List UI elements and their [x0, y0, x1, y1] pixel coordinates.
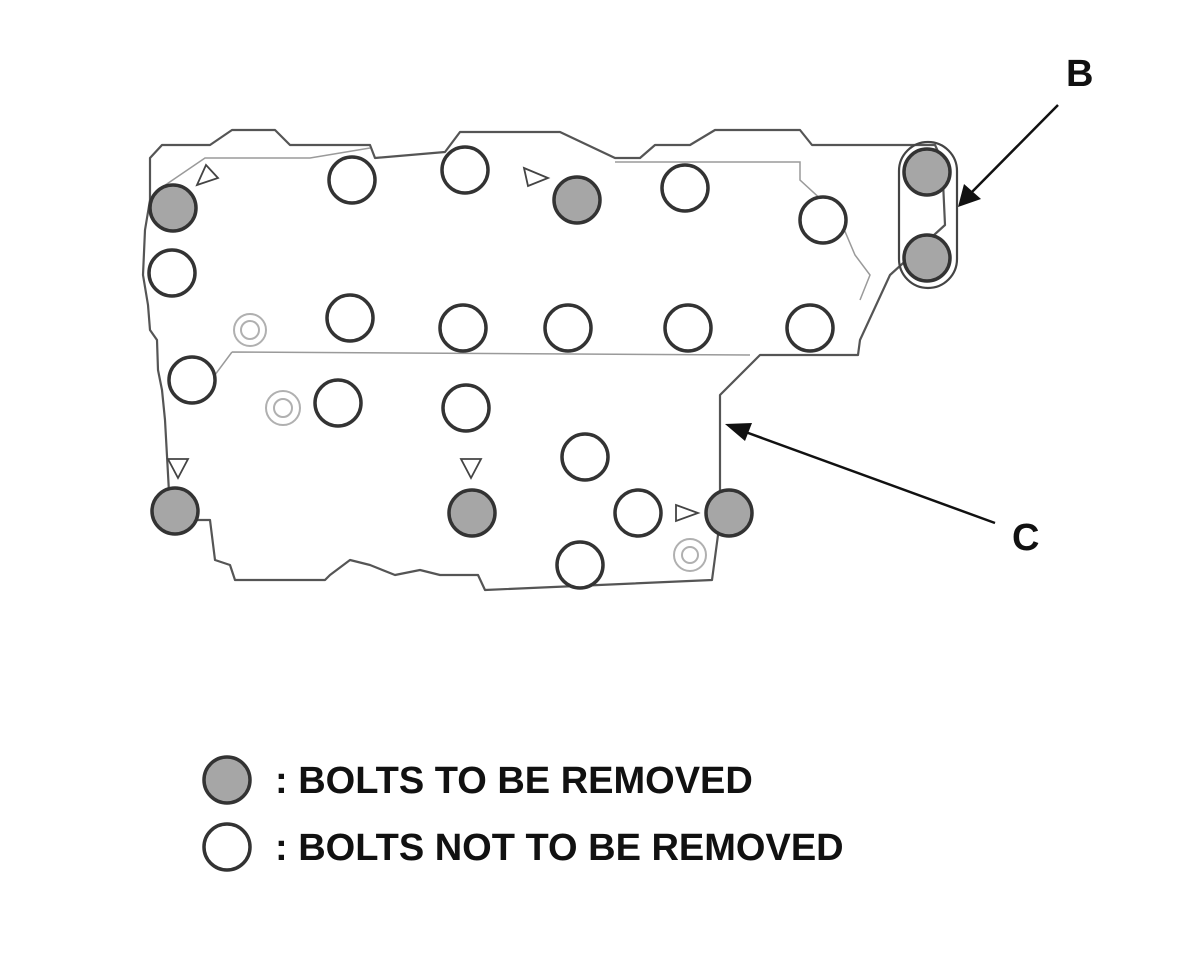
legend-removed-swatch-icon	[202, 755, 252, 805]
callout-b-leader-line	[967, 104, 1059, 197]
triangle-marker-icon	[166, 458, 190, 480]
bolts-not-removed-group	[147, 145, 848, 590]
bolt-kept	[440, 145, 490, 195]
bolt-removed	[447, 488, 497, 538]
callout-c: C	[725, 423, 1039, 559]
bolt-kept	[313, 378, 363, 428]
bolt-kept	[663, 303, 713, 353]
locator-mark-3	[673, 538, 707, 572]
bolt-kept	[798, 195, 848, 245]
bolt-pair-b-bracket	[897, 140, 959, 290]
bolts-removed-group	[148, 147, 952, 538]
bolt-removed	[150, 486, 200, 536]
bolt-kept	[543, 303, 593, 353]
bolt-removed	[148, 183, 198, 233]
callout-b-label: B	[1066, 53, 1093, 95]
bolt-removed	[902, 233, 952, 283]
bolt-kept	[560, 432, 610, 482]
bolt-kept	[441, 383, 491, 433]
locator-mark-2	[265, 390, 301, 426]
bolt-kept	[613, 488, 663, 538]
callout-c-arrowhead-icon	[725, 423, 752, 441]
bolt-kept	[325, 293, 375, 343]
triangle-marker-icon	[459, 458, 483, 480]
bolt-kept	[555, 540, 605, 590]
inner-partition-upper	[157, 147, 871, 301]
bolt-removed	[552, 175, 602, 225]
bolt-kept	[147, 248, 197, 298]
legend-kept-swatch-icon	[202, 822, 252, 872]
callout-b-arrowhead-icon	[958, 184, 981, 207]
triangle-marker-icon	[522, 166, 551, 188]
bolt-removed	[704, 488, 754, 538]
triangle-marker-icon	[195, 163, 220, 187]
bolt-kept	[167, 355, 217, 405]
legend-kept-label: : BOLTS NOT TO BE REMOVED	[275, 827, 844, 869]
legend: : BOLTS TO BE REMOVED : BOLTS NOT TO BE …	[202, 755, 844, 872]
bolt-kept	[438, 303, 488, 353]
triangle-marker-icon	[675, 503, 701, 523]
bolt-kept	[660, 163, 710, 213]
locator-mark-1	[233, 313, 267, 347]
callout-c-label: C	[1012, 517, 1039, 559]
legend-removed-label: : BOLTS TO BE REMOVED	[275, 760, 753, 802]
bolt-kept	[785, 303, 835, 353]
bolt-removed	[902, 147, 952, 197]
callout-b: B	[958, 53, 1093, 207]
bolt-kept	[327, 155, 377, 205]
callout-c-leader-line	[739, 428, 996, 525]
